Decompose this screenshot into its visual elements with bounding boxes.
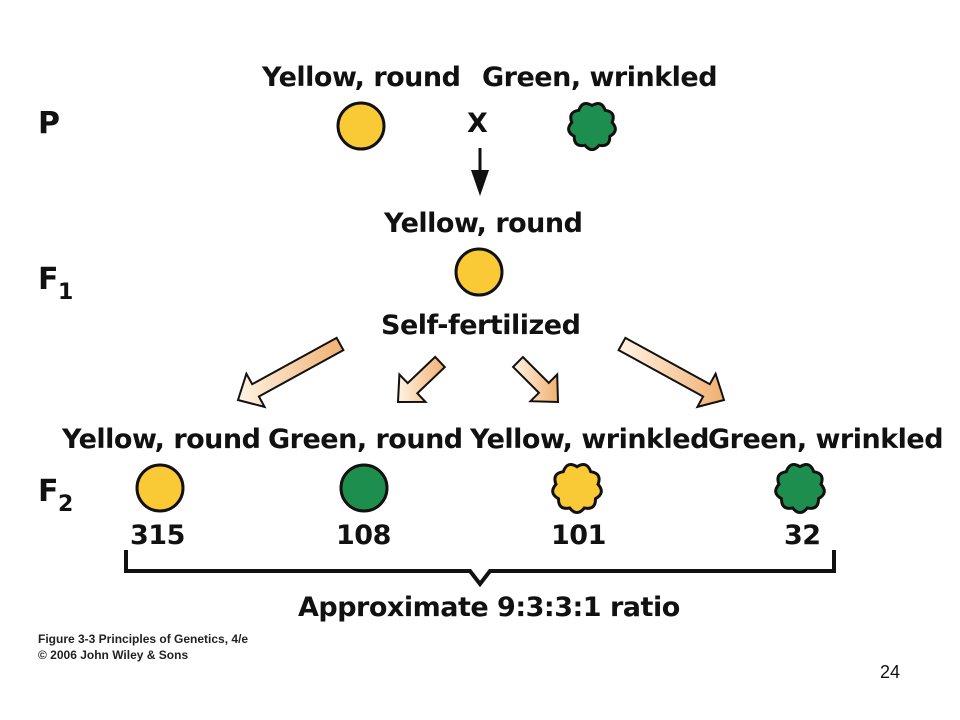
parent-2-label: Green, wrinkled	[482, 62, 718, 93]
page-number: 24	[880, 662, 901, 682]
parent-1-label: Yellow, round	[262, 62, 461, 93]
f1-yellow-round-pea	[454, 247, 504, 297]
arrow-to-green-wrinkled	[617, 336, 726, 409]
f2-label-yellow-round: Yellow, round	[62, 424, 261, 455]
f2-green-round-pea	[339, 463, 389, 513]
f2-green-wrinkled-pea	[774, 463, 826, 515]
parent-green-wrinkled-pea	[567, 101, 617, 152]
f2-count-yellow-wrinkled: 101	[551, 520, 606, 551]
f2-yellow-wrinkled-pea	[551, 463, 603, 515]
cross-symbol: X	[467, 108, 488, 139]
f2-label-green-wrinkled: Green, wrinkled	[708, 424, 944, 455]
ratio-label: Approximate 9:3:3:1 ratio	[298, 592, 680, 623]
f2-count-yellow-round: 315	[130, 520, 185, 551]
parent-yellow-round-pea	[336, 101, 386, 151]
f2-label-yellow-wrinkled: Yellow, wrinkled	[470, 424, 709, 455]
f2-yellow-round-pea	[135, 463, 185, 513]
f1-phenotype-label: Yellow, round	[384, 208, 583, 239]
arrow-to-green-round	[396, 355, 447, 404]
f2-label-green-round: Green, round	[268, 424, 463, 455]
figure-caption: Figure 3-3 Principles of Genetics, 4/e ©…	[38, 631, 248, 663]
caption-line-2: © 2006 John Wiley & Sons	[38, 648, 189, 662]
caption-line-1: Figure 3-3 Principles of Genetics, 4/e	[38, 632, 249, 646]
f1-generation-label: F1	[38, 262, 73, 305]
f2-bracket	[124, 550, 836, 588]
arrow-to-yellow-wrinkled	[511, 355, 560, 404]
self-fertilized-label: Self-fertilized	[381, 310, 581, 341]
arrow-to-yellow-round	[236, 336, 345, 409]
cross-down-arrow	[471, 148, 489, 196]
f2-count-green-wrinkled: 32	[784, 520, 821, 551]
p-generation-label: P	[38, 106, 60, 141]
f2-generation-label: F2	[38, 474, 73, 517]
f2-count-green-round: 108	[336, 520, 391, 551]
